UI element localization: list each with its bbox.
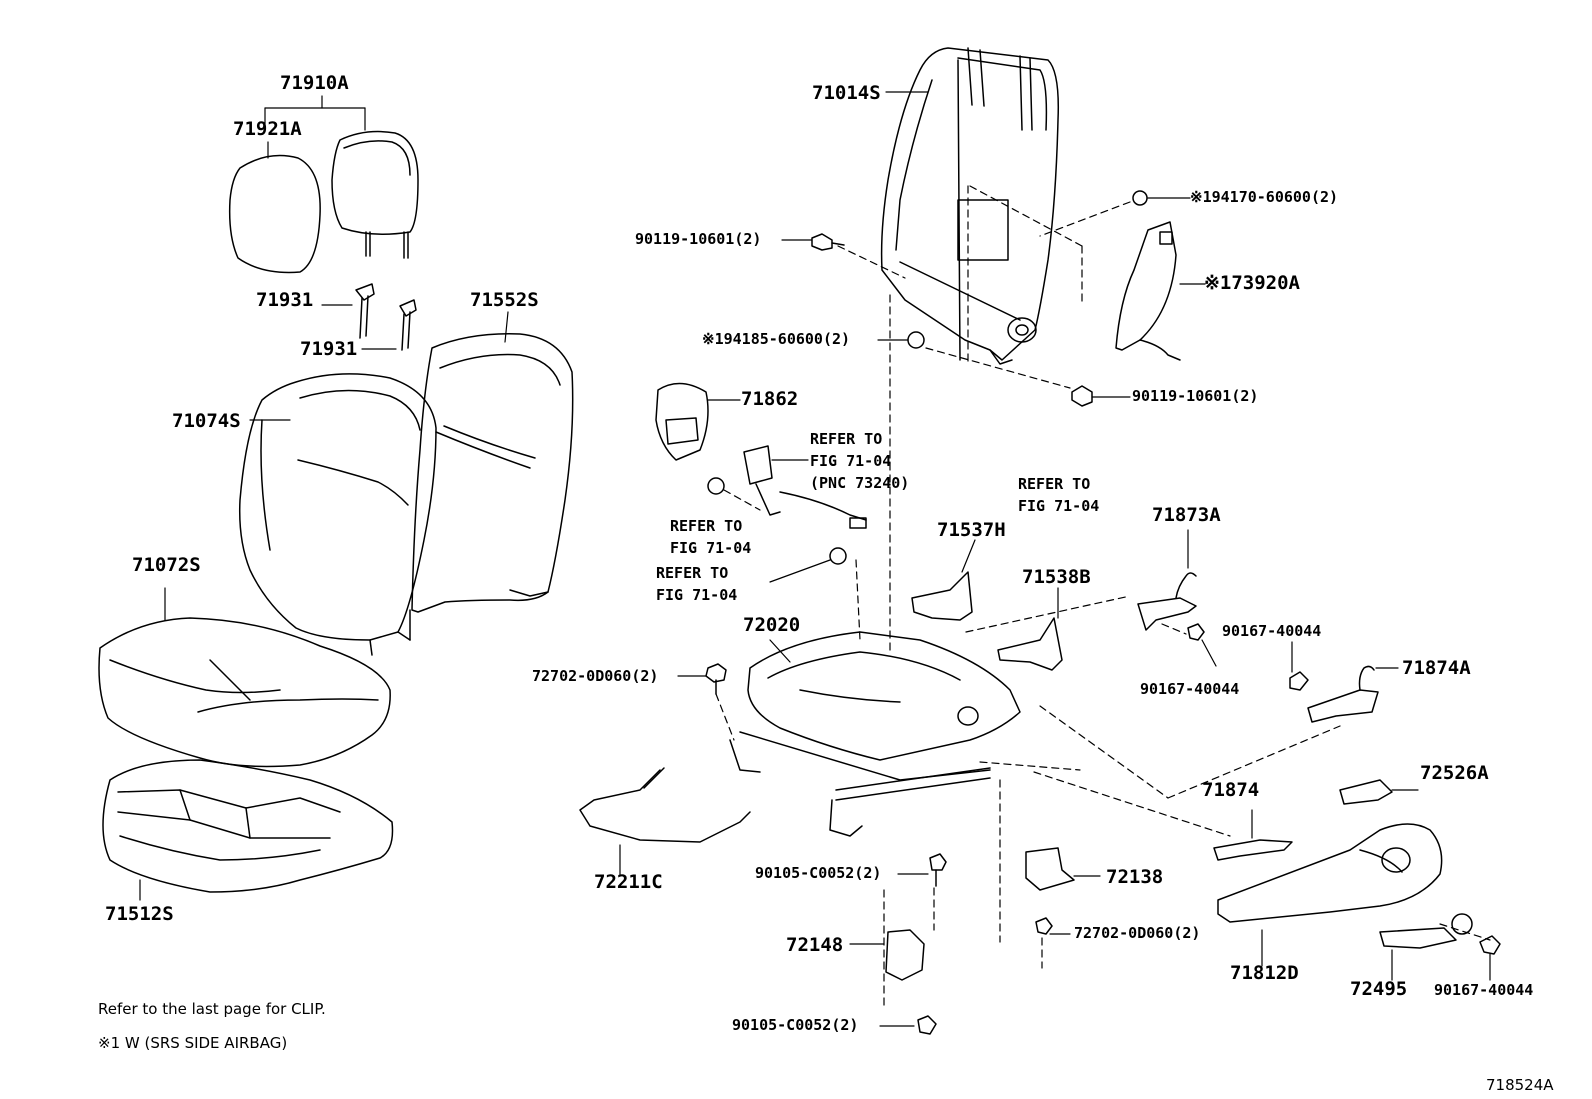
label-72138: 72138 (1106, 866, 1164, 888)
label-90167-40044-a: 90167-40044 (1222, 622, 1322, 640)
label-71931-lower: 71931 (300, 338, 358, 360)
label-71862: 71862 (741, 388, 799, 410)
label-90119-10601-lower: 90119-10601(2) (1132, 387, 1259, 405)
label-72495: 72495 (1350, 978, 1408, 1000)
label-73920A: ※173920A (1204, 272, 1300, 294)
label-71552S: 71552S (470, 289, 539, 311)
label-71538B: 71538B (1022, 566, 1091, 588)
label-71874: 71874 (1202, 779, 1260, 801)
label-90105-C0052-lower: 90105-C0052(2) (732, 1016, 859, 1034)
seatback-frame-drawing (880, 47, 1060, 365)
covers-right-drawing (911, 529, 1217, 671)
label-72702-0D060-lower: 72702-0D060(2) (1074, 924, 1201, 942)
label-71874A: 71874A (1402, 657, 1471, 679)
headrest-leaders (264, 95, 397, 350)
label-71512S: 71512S (105, 903, 174, 925)
refer-fig: FIG 71-04 (810, 452, 892, 470)
cushion-drawing (98, 617, 394, 893)
cushion-frame-drawing (729, 631, 1081, 837)
label-72702-0D060-upper: 72702-0D060(2) (532, 667, 659, 685)
frame-dashed-guides (837, 185, 1131, 651)
refer-pnc: (PNC 73240) (810, 474, 910, 492)
refer-fig: FIG 71-04 (656, 586, 738, 604)
side-shield-drawing (1033, 641, 1501, 981)
label-72526A: 72526A (1420, 762, 1489, 784)
label-72020: 72020 (743, 614, 801, 636)
refer-fig: FIG 71-04 (670, 539, 752, 557)
label-71812D: 71812D (1230, 962, 1299, 984)
refer-fig: FIG 71-04 (1018, 497, 1100, 515)
label-194170-60600: ※194170-60600(2) (1190, 188, 1339, 206)
label-71014S: 71014S (812, 82, 881, 104)
label-71074S: 71074S (172, 410, 241, 432)
refer-line: REFER TO (656, 564, 729, 582)
label-90105-C0052-upper: 90105-C0052(2) (755, 864, 882, 882)
part-72138-drawing (999, 779, 1101, 969)
frame-bolts (781, 190, 1191, 407)
seatbelt-area-drawing (655, 382, 867, 641)
figure-number: 718524A (1486, 1076, 1554, 1094)
refer-line: REFER TO (1018, 475, 1091, 493)
label-90119-10601-upper: 90119-10601(2) (635, 230, 762, 248)
label-71931-upper: 71931 (256, 289, 314, 311)
label-71537H: 71537H (937, 519, 1006, 541)
label-71873A: 71873A (1152, 504, 1221, 526)
label-194185-60600: ※194185-60600(2) (702, 330, 851, 348)
refer-fig-71-04-pnc: REFER TO FIG 71-04 (PNC 73240) (810, 428, 909, 494)
harness-72211C-drawing (579, 767, 751, 877)
label-71072S: 71072S (132, 554, 201, 576)
refer-fig-71-04-left-lower: REFER TO FIG 71-04 (656, 562, 737, 606)
airbag-drawing (1115, 221, 1206, 361)
label-72211C: 72211C (594, 871, 663, 893)
label-90167-40044-c: 90167-40044 (1434, 981, 1534, 999)
headrest-drawing (228, 130, 419, 351)
airbag-note: ※1 W (SRS SIDE AIRBAG) (98, 1034, 288, 1052)
refer-line: REFER TO (810, 430, 883, 448)
bracket-72148-drawing (849, 853, 947, 1035)
label-72148: 72148 (786, 934, 844, 956)
label-71910A: 71910A (280, 72, 349, 94)
clip-note: Refer to the last page for CLIP. (98, 1000, 326, 1018)
label-71921A: 71921A (233, 118, 302, 140)
label-90167-40044-b: 90167-40044 (1140, 680, 1240, 698)
refer-fig-71-04-left-upper: REFER TO FIG 71-04 (670, 515, 751, 559)
seatback-drawing (238, 333, 574, 656)
refer-line: REFER TO (670, 517, 743, 535)
bolt-72702-upper (677, 663, 735, 741)
refer-fig-71-04-right: REFER TO FIG 71-04 (1018, 473, 1099, 517)
